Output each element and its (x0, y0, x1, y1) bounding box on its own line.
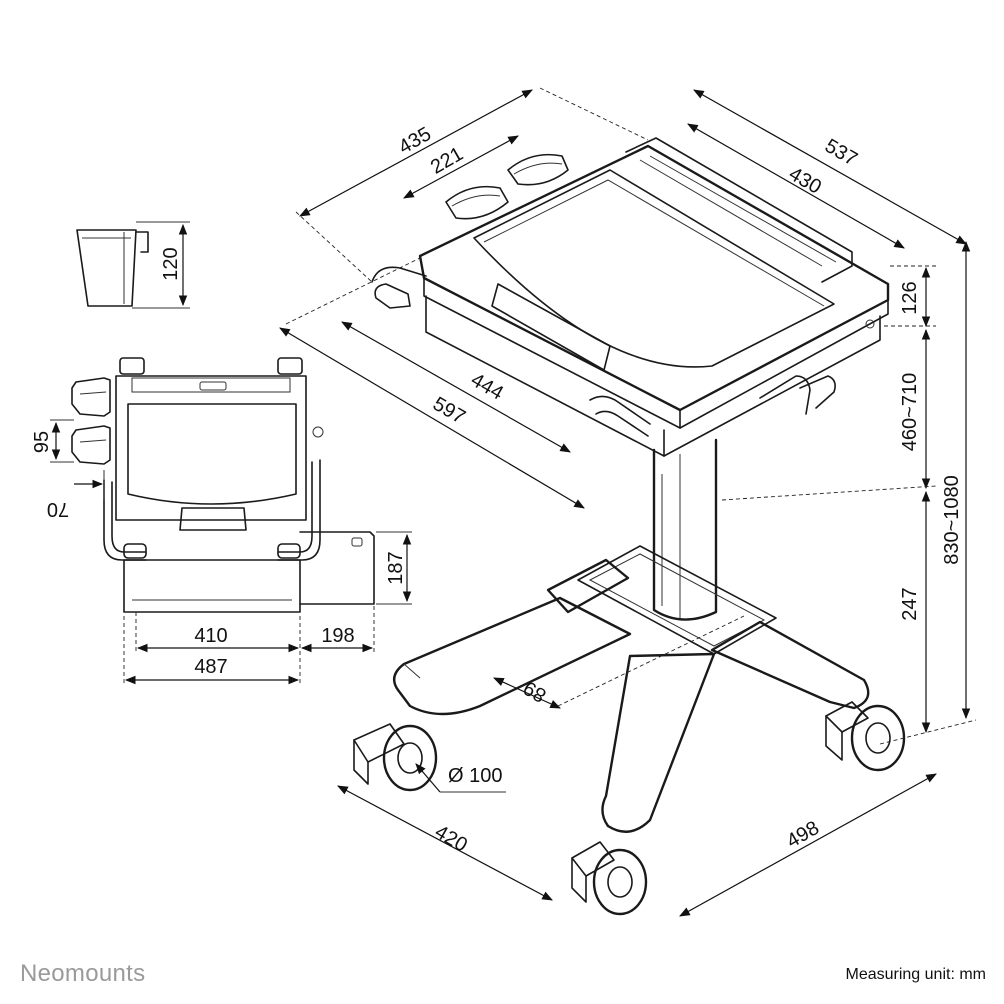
caster-diameter-label: Ø 100 (448, 765, 502, 787)
measuring-unit-note: Measuring unit: mm (845, 966, 987, 983)
total-height-label: 830~1080 (941, 475, 963, 565)
keyboard-depth-label: 444 (467, 369, 507, 405)
brand-logo: Neomounts (20, 960, 146, 987)
basket-detail (76, 221, 190, 309)
basket-height-label: 120 (160, 247, 182, 280)
basket-width-label: 221 (427, 143, 467, 179)
base-depth-label: 420 (431, 821, 471, 857)
shelf-depth-label: 187 (385, 551, 407, 584)
column-height-label: 247 (899, 587, 921, 620)
iso-dimensions (279, 87, 977, 917)
tray-height-label: 126 (899, 281, 921, 314)
shelf-width-label: 198 (321, 625, 354, 647)
inner-width-label: 410 (194, 625, 227, 647)
tray-width-label: 430 (785, 163, 825, 199)
caster-icon (571, 841, 648, 916)
base-width-label: 498 (783, 817, 823, 853)
overall-depth-label: 597 (429, 393, 469, 429)
side-offset-label: 70 (47, 498, 69, 520)
top-depth-label: 435 (395, 123, 435, 159)
cart-icon (353, 137, 906, 916)
height-adjust-label: 460~710 (899, 373, 921, 451)
caster-icon (825, 701, 906, 772)
caster-icon (353, 723, 438, 792)
top-view (50, 357, 412, 686)
basket-spacing-label: 95 (31, 431, 53, 453)
outer-width-label: 487 (194, 656, 227, 678)
